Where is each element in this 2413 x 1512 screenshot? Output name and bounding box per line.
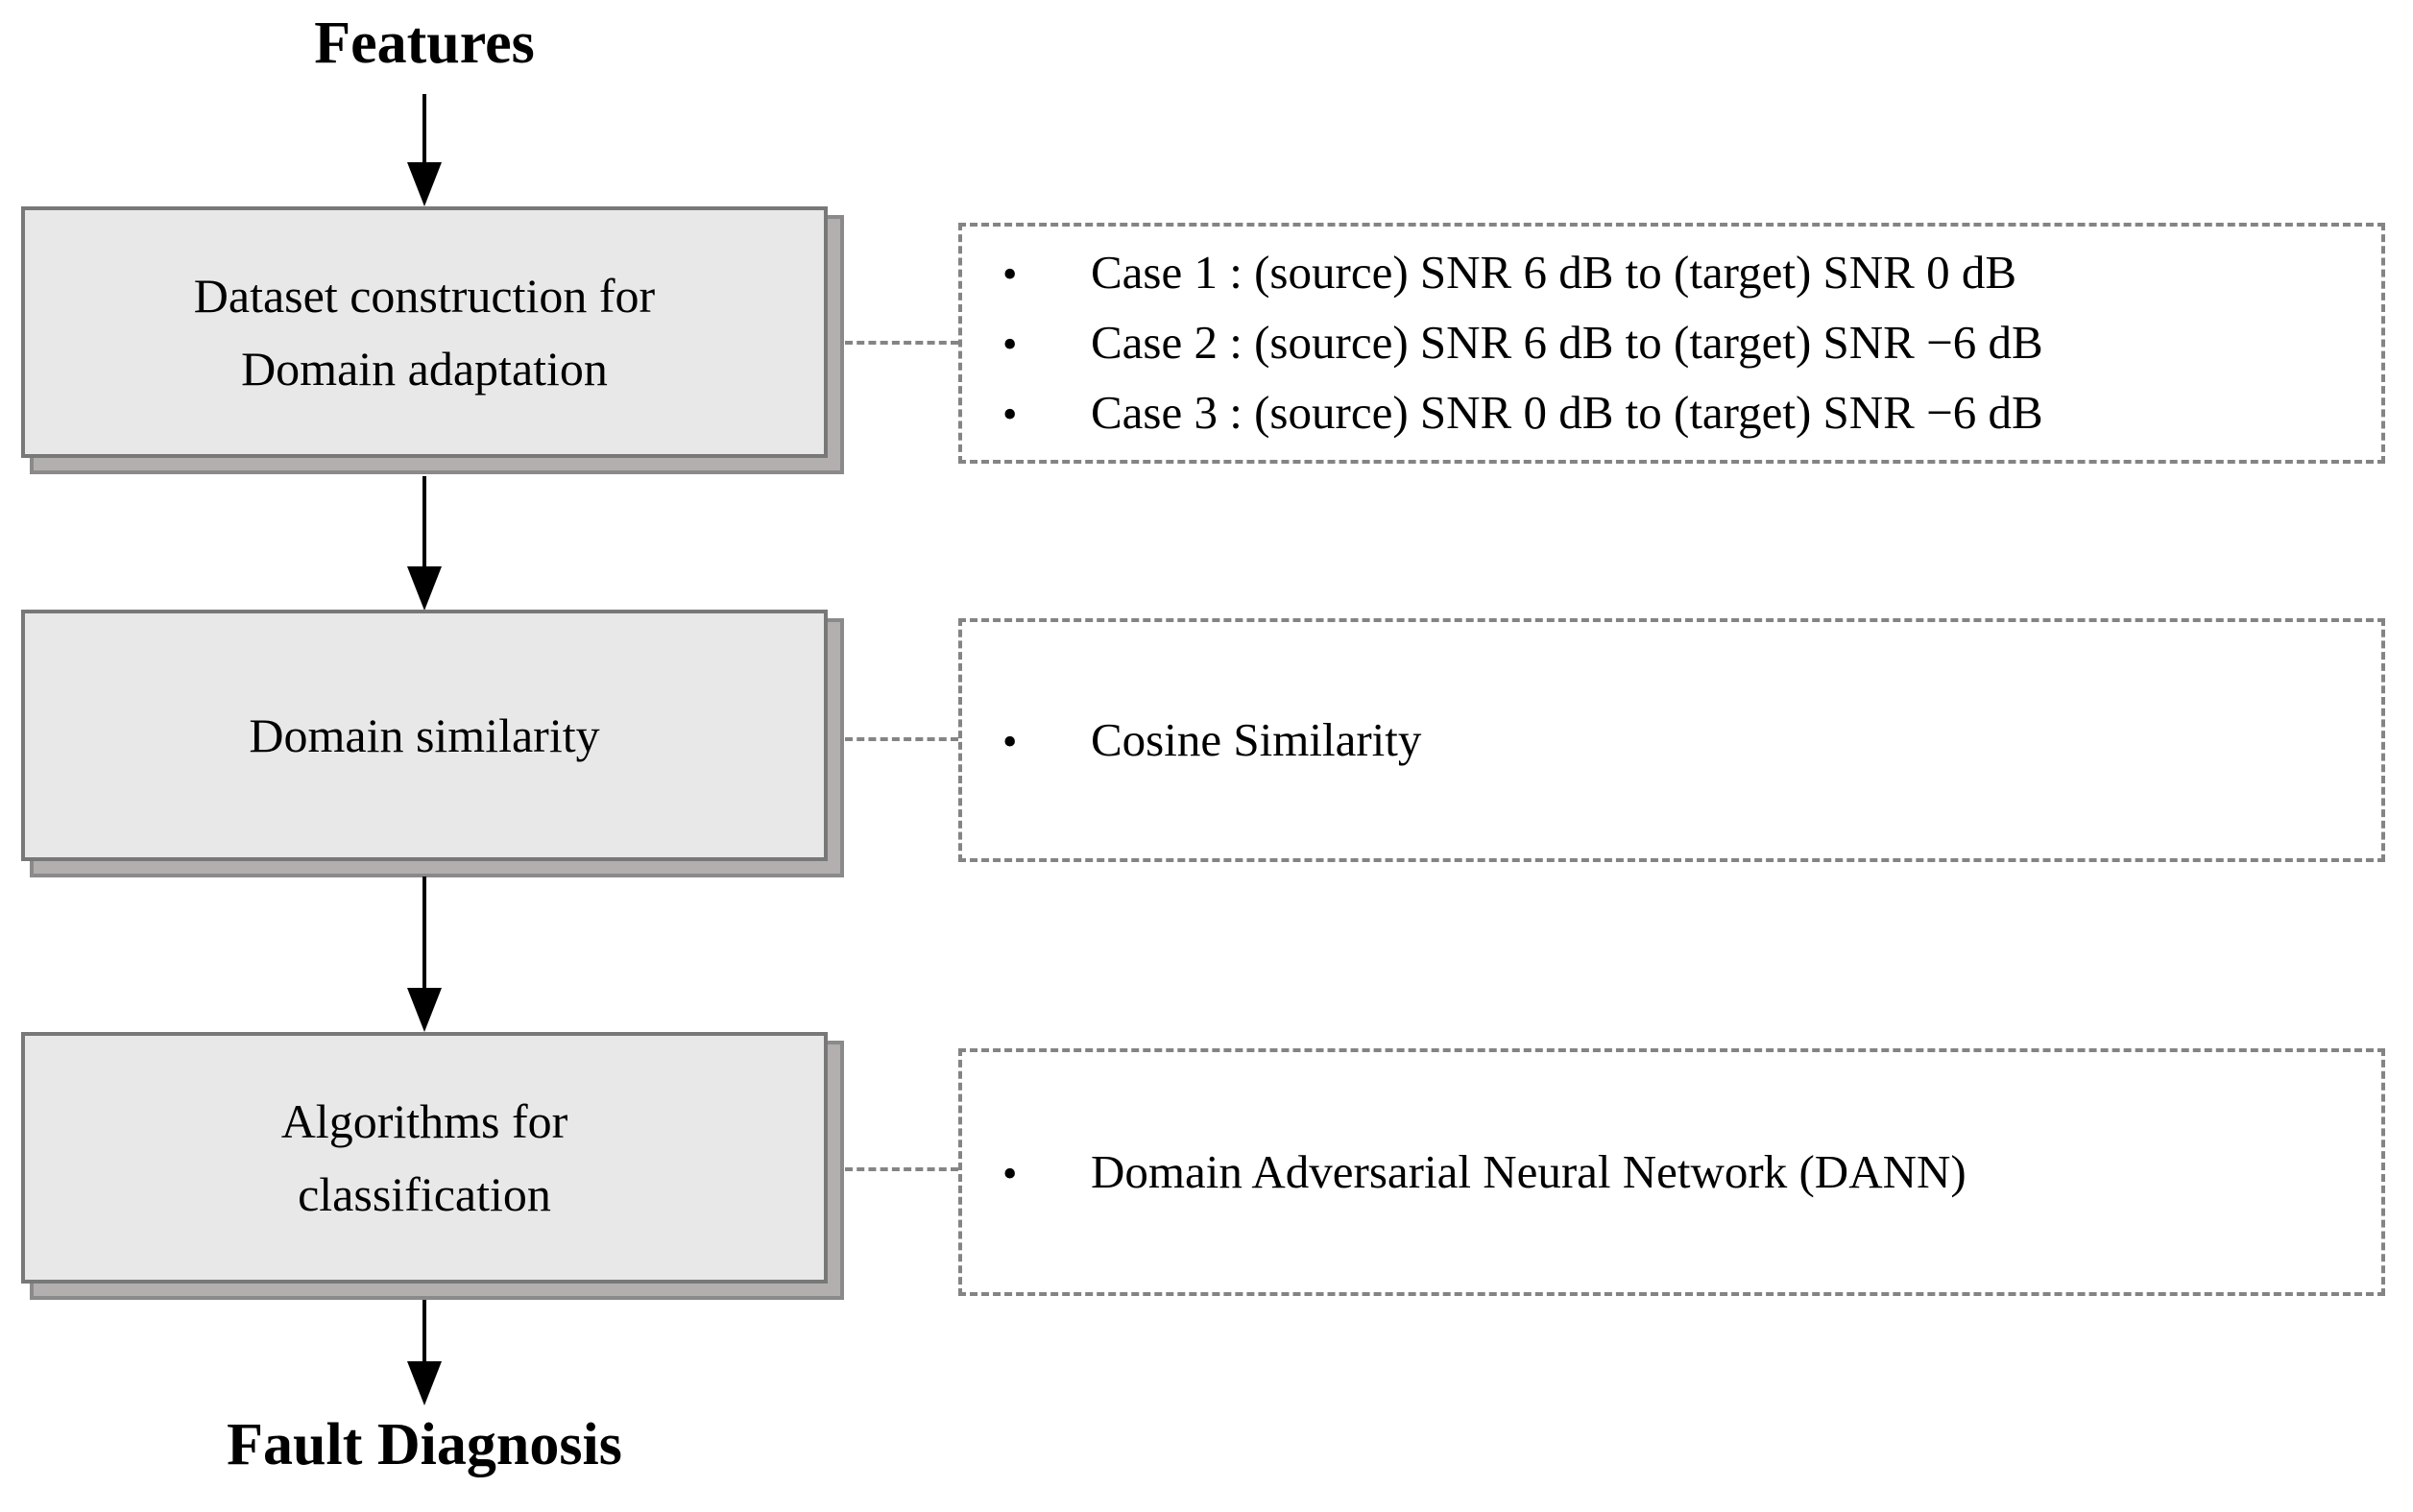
note-box-cases: • Case 1 : (source) SNR 6 dB to (target)… bbox=[958, 223, 2385, 464]
note-text: Case 2 : (source) SNR 6 dB to (target) S… bbox=[1091, 316, 2043, 369]
note-item: • Case 3 : (source) SNR 0 dB to (target)… bbox=[962, 378, 2381, 448]
features-label: Features bbox=[314, 11, 535, 76]
arrow-head-icon bbox=[407, 162, 442, 206]
note-text: Case 3 : (source) SNR 0 dB to (target) S… bbox=[1091, 386, 2043, 439]
note-box-dann: • Domain Adversarial Neural Network (DAN… bbox=[958, 1048, 2385, 1296]
note-item: • Case 1 : (source) SNR 6 dB to (target)… bbox=[962, 238, 2381, 308]
arrow-line bbox=[422, 476, 426, 570]
note-item: • Cosine Similarity bbox=[962, 706, 2381, 776]
note-item: • Domain Adversarial Neural Network (DAN… bbox=[962, 1138, 2381, 1208]
flow-box-algorithms-classification: Algorithms for classification bbox=[21, 1032, 828, 1284]
bullet-icon: • bbox=[1002, 717, 1018, 765]
arrow-line bbox=[422, 94, 426, 166]
dashed-connector-3 bbox=[845, 1167, 958, 1171]
note-item: • Case 2 : (source) SNR 6 dB to (target)… bbox=[962, 308, 2381, 378]
bullet-icon: • bbox=[1002, 321, 1018, 368]
arrow-line bbox=[422, 1300, 426, 1365]
fault-diagnosis-label: Fault Diagnosis bbox=[227, 1412, 622, 1477]
flow-box-domain-similarity: Domain similarity bbox=[21, 610, 828, 861]
note-text: Domain Adversarial Neural Network (DANN) bbox=[1091, 1144, 1967, 1198]
bullet-icon: • bbox=[1002, 251, 1018, 298]
dashed-connector-1 bbox=[845, 341, 958, 345]
bullet-icon: • bbox=[1002, 1149, 1018, 1197]
dashed-connector-2 bbox=[845, 737, 958, 741]
arrow-head-icon bbox=[407, 988, 442, 1032]
flow-box-title: Domain similarity bbox=[249, 708, 600, 762]
note-box-cosine-similarity: • Cosine Similarity bbox=[958, 618, 2385, 862]
flow-box-title: Dataset construction for Domain adaptati… bbox=[193, 269, 656, 396]
flow-box-dataset-construction: Dataset construction for Domain adaptati… bbox=[21, 206, 828, 458]
arrow-head-icon bbox=[407, 1361, 442, 1405]
flow-box-title: Algorithms for classification bbox=[280, 1094, 568, 1221]
bullet-icon: • bbox=[1002, 391, 1018, 438]
note-text: Cosine Similarity bbox=[1091, 712, 1422, 766]
note-text: Case 1 : (source) SNR 6 dB to (target) S… bbox=[1091, 246, 2017, 299]
arrow-line bbox=[422, 876, 426, 991]
arrow-head-icon bbox=[407, 566, 442, 611]
